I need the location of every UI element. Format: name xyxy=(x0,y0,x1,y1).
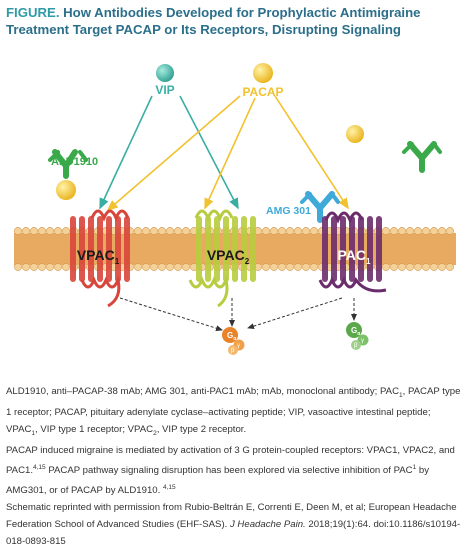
figure-title: FIGURE. How Antibodies Developed for Pro… xyxy=(6,4,458,38)
vip-label: VIP xyxy=(155,83,174,97)
figure-title-text: How Antibodies Developed for Prophylacti… xyxy=(6,5,421,37)
antibody-icon-free xyxy=(402,141,442,173)
svg-text:β: β xyxy=(354,343,358,349)
pacap-ball xyxy=(253,63,273,83)
arrow-vip-vpac2 xyxy=(179,95,239,210)
pacap-label: PACAP xyxy=(242,85,283,99)
arrow-vip-vpac1 xyxy=(99,95,153,210)
receptor-pac1: PAC1 xyxy=(318,211,387,293)
pacap-ligand: PACAP xyxy=(242,63,284,99)
amg301-antibody: AMG 301 xyxy=(266,191,340,223)
figure-caption: ALD1910, anti–PACAP-38 mAb; AMG 301, ant… xyxy=(6,383,461,550)
ald1910-label: ALD1910 xyxy=(51,156,98,168)
g-protein-green: Gα γ β xyxy=(346,322,369,350)
svg-text:Gα: Gα xyxy=(227,331,237,342)
ligand-arrows xyxy=(99,95,349,212)
vpac1-label: VPAC1 xyxy=(77,247,120,266)
pacap-signaling-diagram: VIP PACAP ALD1910 AMG 301 VPAC1 VPAC2 xyxy=(14,63,456,355)
vpac2-label: VPAC2 xyxy=(207,247,250,266)
pacap-bound-ball xyxy=(56,180,76,200)
svg-text:Gα: Gα xyxy=(351,326,361,337)
svg-text:β: β xyxy=(231,348,235,354)
caption-body: PACAP induced migraine is mediated by ac… xyxy=(6,444,455,497)
figure-label: FIGURE. xyxy=(6,5,60,20)
g-protein-orange: Gα γ β xyxy=(222,327,245,355)
receptor-vpac1: VPAC1 xyxy=(70,209,130,308)
signaling-arrows xyxy=(119,297,357,332)
pacap-ball-free xyxy=(346,125,364,143)
amg301-label: AMG 301 xyxy=(266,205,311,217)
arrow-pacap-vpac2 xyxy=(204,97,256,210)
arrow-pacap-vpac1 xyxy=(106,95,241,212)
caption-source: Schematic reprinted with permission from… xyxy=(6,502,461,548)
svg-text:γ: γ xyxy=(361,338,364,344)
vip-ligand: VIP xyxy=(155,64,175,97)
pac1-label: PAC1 xyxy=(338,247,372,266)
arrow-pacap-pac1 xyxy=(274,95,349,210)
ald1910-antibody: ALD1910 xyxy=(48,149,98,200)
vip-ball xyxy=(156,64,174,82)
caption-abbreviations: ALD1910, anti–PACAP-38 mAb; AMG 301, ant… xyxy=(6,386,461,437)
receptor-vpac2: VPAC2 xyxy=(188,209,256,308)
svg-text:γ: γ xyxy=(237,343,240,349)
